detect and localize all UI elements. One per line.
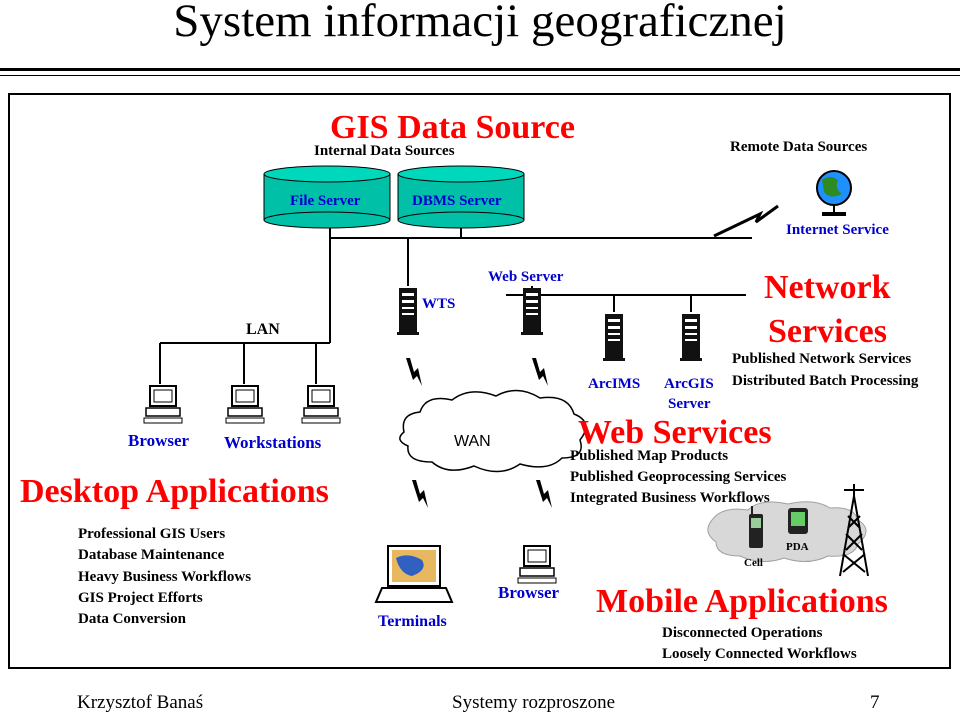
file-server-label: File Server (290, 193, 361, 209)
workstations-label: Workstations (224, 433, 322, 452)
desktop-item-4: GIS Project Efforts (78, 590, 203, 606)
wan-label: WAN (454, 433, 491, 450)
web-server-label: Web Server (488, 269, 564, 285)
footer-author: Krzysztof Banaś (77, 692, 204, 713)
globe-icon (816, 170, 852, 216)
laptop-icon (374, 545, 454, 603)
lan-label: LAN (246, 321, 280, 338)
footer-course: Systemy rozproszone (452, 692, 616, 713)
dbms-server-cylinder: DBMS Server (397, 165, 525, 229)
network-item-2: Distributed Batch Processing (732, 373, 919, 389)
network-services-heading-1: Network (764, 269, 891, 306)
pda-label: PDA (786, 541, 809, 553)
title-rule-thin (0, 75, 960, 76)
pda-icon (788, 508, 808, 534)
web-item-2: Published Geoprocessing Services (570, 469, 787, 485)
network-services-heading-2: Services (768, 313, 887, 350)
wts-server-icon (397, 288, 419, 335)
mobile-item-1: Disconnected Operations (662, 625, 823, 641)
web-item-3: Integrated Business Workflows (570, 490, 770, 506)
mobile-cloud (707, 501, 867, 562)
arcims-server-icon (603, 314, 625, 361)
file-server-cylinder: File Server (263, 165, 391, 229)
footer-page-number: 7 (870, 692, 880, 713)
browser-terminal-label: Browser (498, 583, 560, 602)
internet-service-label: Internet Service (786, 222, 889, 238)
arcgis-server-icon (680, 314, 702, 361)
network-item-1: Published Network Services (732, 351, 911, 367)
desktop-item-3: Heavy Business Workflows (78, 569, 251, 585)
internal-data-sources-label: Internal Data Sources (314, 143, 455, 159)
internet-link-bolt (713, 204, 779, 238)
desktop-applications-heading: Desktop Applications (20, 473, 329, 510)
desktop-item-5: Data Conversion (78, 611, 187, 627)
radio-tower-icon (839, 484, 869, 577)
arcgis-label-line1: ArcGIS (664, 376, 714, 392)
wan-cloud: WAN (399, 389, 587, 473)
web-server-icon (521, 288, 543, 335)
web-item-1: Published Map Products (570, 448, 728, 464)
mobile-applications-heading: Mobile Applications (596, 583, 888, 620)
wts-label: WTS (422, 296, 455, 312)
arcims-label: ArcIMS (588, 376, 640, 392)
slide-title: System informacji geograficznej (173, 0, 787, 47)
gis-architecture-diagram: GIS Data Source Internal Data Sources Re… (8, 93, 951, 669)
remote-data-sources-label: Remote Data Sources (730, 139, 867, 155)
dbms-server-label: DBMS Server (412, 193, 502, 209)
gis-data-source-heading: GIS Data Source (330, 109, 575, 146)
browser-label: Browser (128, 431, 190, 450)
desktop-item-1: Professional GIS Users (78, 526, 225, 542)
title-rule (0, 68, 960, 71)
mobile-item-2: Loosely Connected Workflows (662, 646, 857, 662)
cell-phone-icon (749, 506, 763, 548)
cell-label: Cell (744, 557, 763, 569)
web-services-heading: Web Services (578, 414, 772, 451)
terminals-label: Terminals (378, 613, 447, 630)
arcgis-label-line2: Server (668, 396, 711, 412)
desktop-item-2: Database Maintenance (78, 547, 225, 563)
